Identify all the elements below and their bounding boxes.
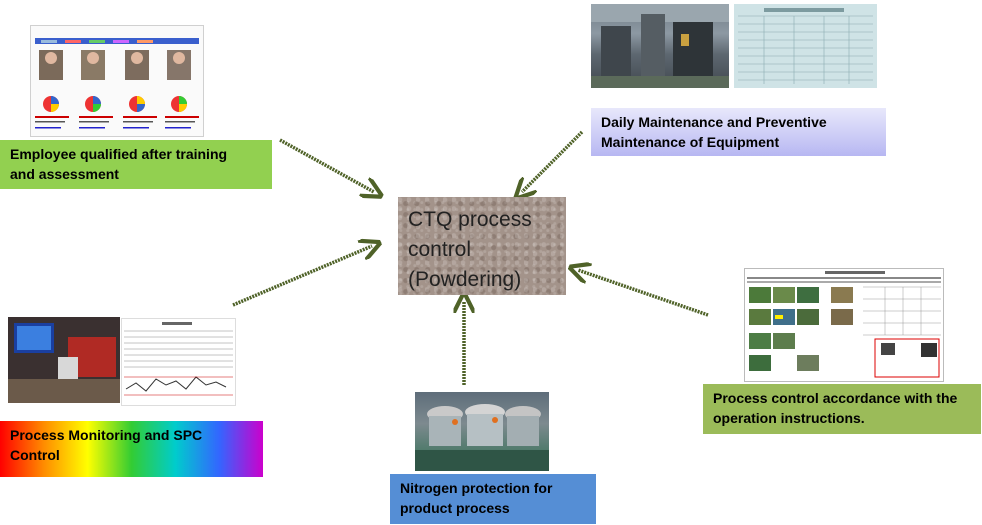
center-label: CTQ process control (Powdering) (408, 208, 532, 291)
nitrogen-equipment-photo (415, 392, 549, 471)
spc-chart-document (121, 318, 236, 406)
arrow-maintenance (522, 130, 584, 192)
equipment-photo (591, 4, 729, 88)
operation-instruction-document (744, 268, 944, 382)
spc-control-label: Process Monitoring and SPC Control (0, 421, 263, 477)
employee-skills-chart-image (30, 25, 204, 137)
operation-instructions-label: Process control accordance with the oper… (703, 384, 981, 434)
arrow-employee (279, 138, 374, 192)
arrow-spc (232, 246, 372, 307)
process-monitoring-photo (8, 317, 120, 403)
maintenance-label: Daily Maintenance and Preventive Mainten… (591, 108, 886, 156)
nitrogen-protection-label: Nitrogen protection for product process (390, 474, 596, 524)
arrow-instruction (578, 270, 709, 317)
center-process-box: CTQ process control (Powdering) (398, 197, 566, 295)
maintenance-record-sheet (734, 4, 877, 88)
employee-training-label: Employee qualified after training and as… (0, 140, 272, 189)
